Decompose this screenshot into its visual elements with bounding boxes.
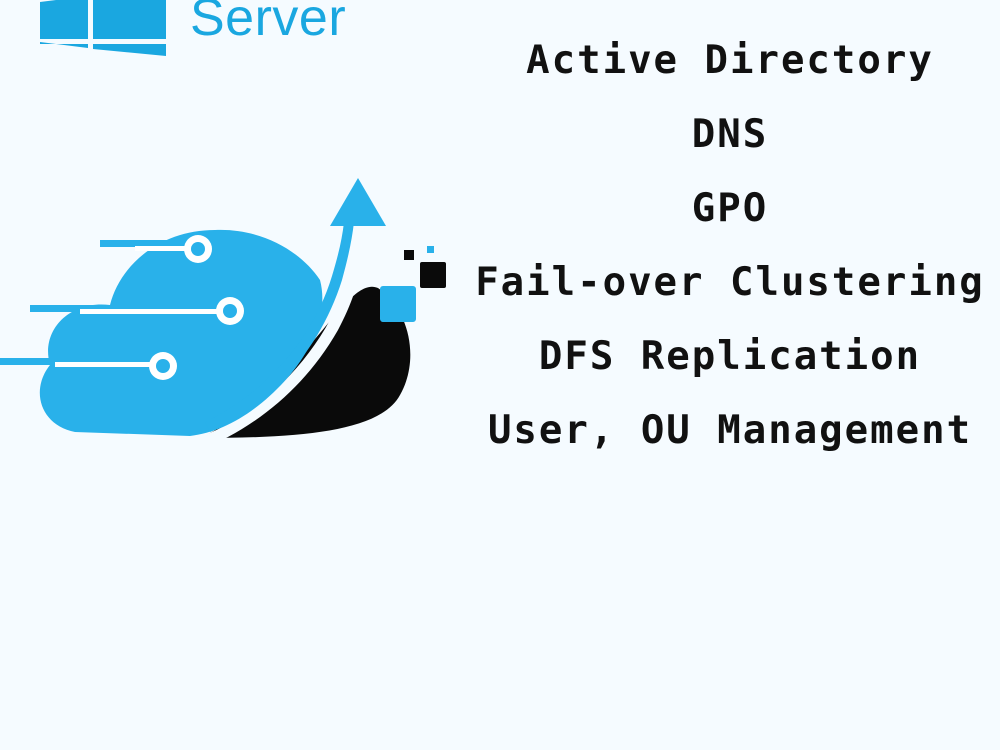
feature-item: Fail-over Clustering	[475, 260, 985, 305]
feature-item: User, OU Management	[487, 408, 973, 453]
windows-logo-icon	[40, 0, 166, 56]
feature-item: Active Directory	[526, 38, 934, 83]
feature-list: Active Directory DNS GPO Fail-over Clust…	[470, 30, 990, 474]
brand-product-text: Server	[190, 0, 347, 47]
feature-item: DNS	[691, 112, 769, 157]
cloud-network-icon	[0, 178, 446, 450]
feature-item: DFS Replication	[538, 334, 922, 379]
feature-item: GPO	[691, 186, 769, 231]
